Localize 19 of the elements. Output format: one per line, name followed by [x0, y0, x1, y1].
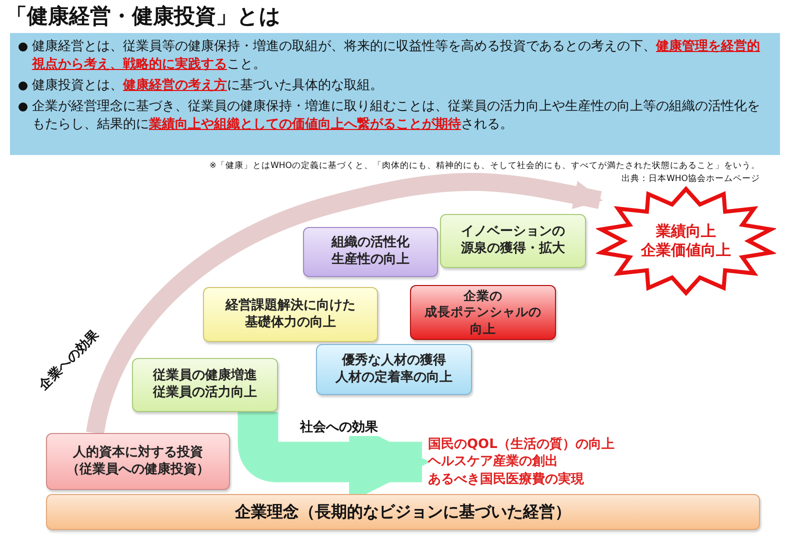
process-box: 企業の 成長ポテンシャルの 向上 [410, 285, 556, 340]
flow-arrow [86, 172, 603, 435]
bullet-text: 健康経営とは、従業員等の健康保持・増進の取組が、将来的に収益性等を高める投資であるとの考えの下、健康管理を経営的視点から考え、戦略的に実践すること。 [32, 38, 761, 74]
base-bar: 企業理念（長期的なビジョンに基づいた経営） [46, 494, 760, 530]
edge-label: 社会への効果 [298, 418, 380, 436]
process-box: 従業員の健康増進 従業員の活力向上 [132, 358, 278, 412]
footnote: ※「健康」とはWHOの定義に基づくと、「肉体的にも、精神的にも、そして社会的にも、すべてが満たされた状態にあること」をいう。 [209, 160, 760, 172]
bullet-text: 企業が経営理念に基づき、従業員の健康保持・増進に取り組むことは、従業員の活力向上や生産性の向上等の組織の活性化をもたらし、結果的に業績向上や組織としての価値向上へ繋がることが期待される。 [32, 98, 761, 134]
process-box: イノベーションの 源泉の獲得・拡大 [440, 214, 586, 268]
process-box: 優秀な人材の獲得 人材の定着率の向上 [316, 344, 472, 395]
title: 「健康経営・健康投資」とは [6, 3, 281, 30]
bullet-text: 健康投資とは、健康経営の考え方に基づいた具体的な取組。 [32, 77, 383, 95]
process-box: 組織の活性化 生産性の向上 [303, 227, 438, 277]
process-box: 人的資本に対する投資 （従業員への健康投資） [46, 433, 230, 490]
process-box: 経営課題解決に向けた 基礎体力の向上 [203, 287, 378, 342]
edge-label: 企業への効果 [35, 326, 104, 396]
starburst: 業績向上 企業価値向上 [596, 186, 776, 296]
effect-text: 国民のQOL（生活の質）の向上 ヘルスケア産業の創出 あるべき国民医療費の実現 [428, 434, 658, 490]
footnote: 出典：日本WHO協会ホームページ [622, 173, 760, 185]
